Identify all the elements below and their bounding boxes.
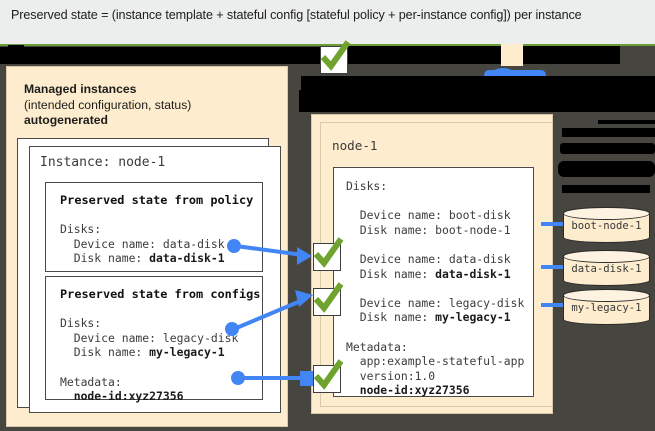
right-metadata-nodeid: node-id:xyz27356 xyxy=(346,383,470,398)
check-badge-metadata xyxy=(313,359,344,393)
configs-device-name: Device name: legacy-disk xyxy=(60,330,239,345)
policy-disk-name-prefix: Disk name: xyxy=(60,251,150,266)
disk-cylinder-boot: boot-node-1 xyxy=(563,207,650,243)
disk-top-ellipse xyxy=(563,250,650,263)
connector-line-1 xyxy=(235,244,304,257)
right-metadata-version: version:1.0 xyxy=(346,368,436,383)
configs-disk-name-prefix: Disk name: xyxy=(60,345,150,360)
connector-line-2 xyxy=(233,298,304,331)
check-mark-icon xyxy=(313,282,344,313)
right-boot-disk: Disk name: boot-node-1 xyxy=(346,222,511,237)
preserved-state-configs-card: Preserved state from configs Disks: Devi… xyxy=(45,276,263,403)
redacted-bar xyxy=(560,143,655,154)
redacted-bar xyxy=(299,90,655,112)
disk-label: boot-node-1 xyxy=(571,220,642,232)
right-data-device: Device name: data-disk xyxy=(346,251,511,266)
page-title: Preserved state = (instance template + s… xyxy=(11,8,582,22)
disk-cylinder-data: data-disk-1 xyxy=(563,250,650,286)
right-metadata-app: app:example-stateful-app xyxy=(346,354,525,369)
managed-instances-heading: Managed instances (intended configuratio… xyxy=(24,82,274,129)
redacted-bar xyxy=(562,185,650,193)
redacted-bar xyxy=(8,45,24,49)
redacted-bar xyxy=(598,120,655,124)
disk-cylinder-legacy: my-legacy-1 xyxy=(563,289,650,325)
connector-dot-1 xyxy=(227,239,241,253)
disk-top-ellipse xyxy=(563,289,650,302)
instance-detail-card: Disks: Device name: boot-disk Disk name:… xyxy=(333,167,534,397)
heading-line-2: (intended configuration, status) xyxy=(24,97,192,112)
right-data-disk-prefix: Disk name: xyxy=(346,266,436,281)
policy-device-name: Device name: data-disk xyxy=(60,236,225,251)
right-boot-device: Device name: boot-disk xyxy=(346,208,511,223)
connector-dot-3 xyxy=(231,371,245,385)
check-badge-data-disk xyxy=(313,237,344,271)
configs-card-body: Preserved state from configs Disks: Devi… xyxy=(60,287,260,404)
right-legacy-device: Device name: legacy-disk xyxy=(346,295,525,310)
check-mark-icon xyxy=(313,237,344,268)
redacted-bar xyxy=(318,86,344,108)
configs-disk-name-value: my-legacy-1 xyxy=(149,345,225,360)
disk-label: data-disk-1 xyxy=(571,263,642,275)
configs-card-header: Preserved state from configs xyxy=(60,287,261,301)
right-data-disk-value: data-disk-1 xyxy=(435,266,511,281)
check-mark-icon xyxy=(313,359,344,390)
redacted-bar xyxy=(301,76,655,90)
connector-arrowhead-1 xyxy=(297,247,312,265)
heading-line-3: autogenerated xyxy=(24,113,108,127)
connector-arrowhead-2 xyxy=(295,290,313,307)
green-divider-rule xyxy=(0,44,655,46)
instance-detail-body: Disks: Device name: boot-disk Disk name:… xyxy=(346,179,524,398)
right-metadata-label: Metadata: xyxy=(346,339,408,354)
check-badge-legacy-disk xyxy=(313,282,344,316)
configs-metadata-value: node-id:xyz27356 xyxy=(60,389,184,404)
heading-line-1: Managed instances xyxy=(24,82,137,96)
check-mark-icon xyxy=(320,40,351,71)
policy-disks-label: Disks: xyxy=(60,222,102,237)
disk-link-data xyxy=(541,265,566,269)
redacted-bar xyxy=(558,161,655,177)
disk-top-ellipse xyxy=(563,207,650,220)
right-disks-label: Disks: xyxy=(346,179,388,193)
cream-chip xyxy=(501,44,523,66)
configs-disks-label: Disks: xyxy=(60,316,102,331)
node-label: node-1 xyxy=(332,138,378,153)
instance-label: Instance: node-1 xyxy=(40,155,166,170)
policy-card-body: Preserved state from policy Disks: Devic… xyxy=(60,193,253,266)
caption-band: Preserved state = (instance template + s… xyxy=(0,0,655,44)
right-legacy-disk-value: my-legacy-1 xyxy=(435,310,511,325)
redacted-bar xyxy=(0,47,322,64)
disk-link-legacy xyxy=(541,303,566,307)
connector-dot-2 xyxy=(225,322,239,336)
right-legacy-disk-prefix: Disk name: xyxy=(346,310,436,325)
redacted-bar xyxy=(562,128,655,137)
policy-card-header: Preserved state from policy xyxy=(60,193,254,207)
policy-disk-name-value: data-disk-1 xyxy=(149,251,225,266)
check-badge-top xyxy=(320,40,351,74)
connector-endcap-3 xyxy=(300,371,316,386)
disk-label: my-legacy-1 xyxy=(571,302,642,314)
disk-link-boot xyxy=(541,222,566,226)
redacted-bar xyxy=(344,53,360,64)
redacted-bar xyxy=(342,46,620,64)
configs-metadata-label: Metadata: xyxy=(60,374,122,389)
preserved-state-policy-card: Preserved state from policy Disks: Devic… xyxy=(45,182,263,272)
